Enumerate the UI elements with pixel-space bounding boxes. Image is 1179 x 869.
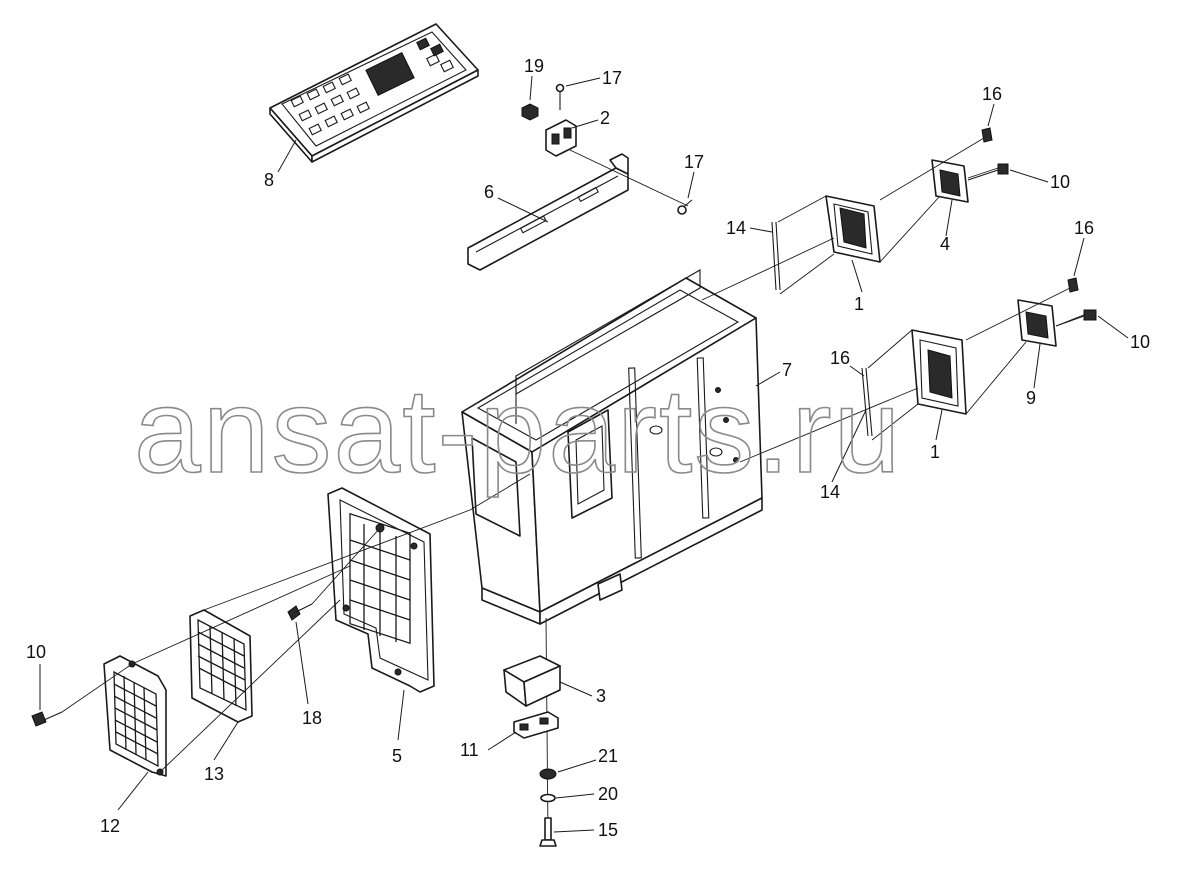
callout-1-lower: 1 <box>930 409 943 462</box>
callout-2: 2 <box>571 108 610 129</box>
callout-4: 4 <box>940 199 953 254</box>
bolt-15-part <box>539 817 557 847</box>
svg-text:10: 10 <box>26 642 46 662</box>
svg-text:13: 13 <box>204 764 224 784</box>
callout-19: 19 <box>524 56 544 101</box>
callout-13: 13 <box>204 721 239 784</box>
pin-upper-part <box>771 221 781 291</box>
clip-part <box>513 711 559 739</box>
callout-20: 20 <box>555 784 618 804</box>
callout-16-right: 16 <box>1073 218 1094 277</box>
svg-text:17: 17 <box>684 152 704 172</box>
screw-18-part <box>287 603 313 621</box>
svg-text:15: 15 <box>598 820 618 840</box>
filter-cover-upper-part <box>931 159 969 203</box>
control-panel-part <box>269 23 479 163</box>
callout-5: 5 <box>392 689 405 766</box>
callout-16-upper: 16 <box>982 84 1002 127</box>
main-housing-part <box>461 269 763 625</box>
screw-10-lower-part <box>1055 309 1097 327</box>
svg-text:14: 14 <box>820 482 840 502</box>
svg-text:20: 20 <box>598 784 618 804</box>
spring-washer-part <box>539 768 557 780</box>
svg-text:1: 1 <box>930 442 940 462</box>
outer-grille-part <box>103 655 167 777</box>
svg-text:18: 18 <box>302 708 322 728</box>
callout-14-lower: 14 <box>820 409 867 502</box>
callout-16-mid: 16 <box>830 348 865 377</box>
filter-frame-upper-part <box>825 195 881 263</box>
svg-text:7: 7 <box>782 360 792 380</box>
svg-text:10: 10 <box>1130 332 1150 352</box>
svg-text:21: 21 <box>598 746 618 766</box>
callout-14-upper: 14 <box>726 218 773 238</box>
watermark-text: ansat-parts.ru <box>134 364 902 498</box>
svg-text:1: 1 <box>854 294 864 314</box>
screw-16-upper-part <box>981 127 993 143</box>
callout-7: 7 <box>755 360 792 387</box>
svg-text:5: 5 <box>392 746 402 766</box>
callout-17-right: 17 <box>684 152 704 199</box>
callout-12: 12 <box>100 771 149 836</box>
svg-text:16: 16 <box>830 348 850 368</box>
mounting-rail-part <box>467 153 629 271</box>
svg-text:17: 17 <box>602 68 622 88</box>
callout-11: 11 <box>460 731 517 760</box>
callout-10-upper: 10 <box>1009 169 1070 192</box>
svg-text:19: 19 <box>524 56 544 76</box>
filter-cover-lower-part <box>1017 299 1057 347</box>
callout-10-right: 10 <box>1097 315 1150 352</box>
inner-grille-part <box>189 609 253 723</box>
svg-text:10: 10 <box>1050 172 1070 192</box>
svg-text:16: 16 <box>982 84 1002 104</box>
svg-text:6: 6 <box>484 182 494 202</box>
svg-text:14: 14 <box>726 218 746 238</box>
callout-6: 6 <box>484 182 549 223</box>
screw-part <box>555 83 565 110</box>
callout-15: 15 <box>553 820 618 840</box>
side-panel-grid <box>349 512 411 645</box>
filter-frame-lower-part <box>911 329 967 415</box>
svg-text:2: 2 <box>600 108 610 128</box>
washer-part <box>540 793 556 803</box>
nut-part <box>521 103 539 121</box>
screw-16-lower-part <box>1067 277 1079 293</box>
svg-text:12: 12 <box>100 816 120 836</box>
callout-9: 9 <box>1026 343 1041 408</box>
svg-text:9: 9 <box>1026 388 1036 408</box>
svg-text:3: 3 <box>596 686 606 706</box>
callout-17-top: 17 <box>565 68 622 88</box>
pin-lower-part <box>861 367 873 437</box>
svg-text:4: 4 <box>940 234 950 254</box>
hinge-bracket-part <box>545 119 577 157</box>
mount-block-part <box>503 655 561 707</box>
callout-8: 8 <box>264 139 297 190</box>
side-panel-part <box>327 487 435 693</box>
panel-buttons <box>290 37 454 136</box>
screw-10-upper-part <box>967 163 1009 181</box>
bolt-part <box>677 199 693 215</box>
callout-21: 21 <box>557 746 618 773</box>
callout-3: 3 <box>559 681 606 706</box>
callout-10-left: 10 <box>26 642 46 710</box>
svg-text:11: 11 <box>460 740 479 760</box>
svg-text:16: 16 <box>1074 218 1094 238</box>
screw-10-left-part <box>31 711 63 727</box>
svg-text:8: 8 <box>264 170 274 190</box>
callout-18: 18 <box>295 621 322 728</box>
callout-1-upper: 1 <box>851 259 864 314</box>
